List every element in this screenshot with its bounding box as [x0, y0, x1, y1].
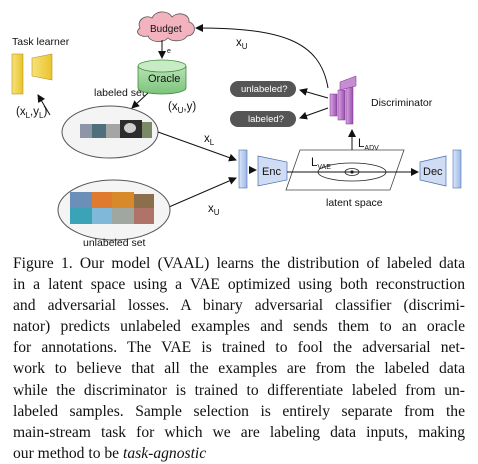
discriminator	[329, 75, 357, 125]
unlabeled-thumb-5	[70, 208, 92, 224]
labeled-thumb-2	[92, 124, 106, 138]
unlabeled-thumb-8	[134, 208, 154, 224]
input-layer	[238, 149, 248, 189]
labeled-query-label: labeled?	[248, 114, 284, 125]
dec-label: Dec	[423, 166, 443, 178]
caption-line: for annotations. The VAE is trained to f…	[13, 339, 465, 357]
labeled-thumb-5	[142, 122, 152, 138]
task-learner-layer-1	[11, 53, 24, 95]
figure-caption: Figure 1. Our model (VAAL) learns the di…	[13, 253, 465, 464]
caption-line-last: our method to be task-agnostic	[13, 443, 465, 464]
caption-line: and adversarial losses. A binary adversa…	[13, 297, 465, 315]
discriminator-label: Discriminator	[371, 97, 433, 109]
unlabeled-set-label: unlabeled set	[83, 237, 146, 249]
caption-line: in a latent space using a VAE optimized …	[13, 276, 465, 294]
unlabeled-set	[57, 179, 171, 241]
unlabeled-thumb-7	[112, 208, 134, 224]
caption-line: nator) predicts unlabeled examples and s…	[13, 318, 465, 336]
xU-top-label: xU	[236, 37, 248, 51]
arrow-unlabeled-to-enc	[161, 177, 237, 211]
unlabeled-thumb-4	[134, 194, 154, 208]
unlabeled-thumb-2	[92, 192, 112, 208]
arrow-to-task-learner	[37, 94, 51, 116]
caption-line: main-stream task for which we are labeli…	[13, 423, 465, 441]
caption-task-agnostic: task-agnostic	[123, 444, 207, 462]
task-learner: Task learner	[11, 36, 70, 95]
oracle: Oracle	[137, 59, 187, 95]
latent-space	[285, 149, 419, 191]
caption-last-prefix: our method to be	[13, 444, 124, 462]
unlabeled-thumb-1	[70, 192, 92, 208]
decoder: Dec	[419, 155, 447, 187]
lvae-label: LVAE	[311, 157, 331, 171]
labeled-query: labeled?	[230, 111, 296, 127]
task-learner-layer-2	[31, 53, 53, 81]
xU-y-label: (xU,y)	[168, 101, 196, 115]
labeled-set-label: labeled set	[94, 87, 145, 99]
budget-label: Budget	[150, 24, 182, 35]
arrow-discriminator-to-budget	[195, 24, 329, 89]
labeled-thumb-3	[106, 124, 120, 138]
unlabeled-thumb-6	[92, 208, 112, 224]
ladv-label: LADV	[358, 138, 379, 152]
xU-bottom-label: xU	[208, 203, 220, 217]
arrow-to-unlabeled-query	[299, 88, 329, 99]
labeled-thumb-1	[80, 124, 92, 138]
enc-label: Enc	[262, 166, 281, 178]
unlabeled-thumb-3	[112, 192, 134, 208]
task-learner-label: Task learner	[12, 36, 70, 48]
xL-label: xL	[204, 133, 215, 147]
unlabeled-query: unlabeled?	[230, 81, 296, 97]
xL-yL-label: (xL,yL)	[16, 106, 47, 120]
caption-line: while the discriminator is trained to di…	[13, 381, 465, 399]
labeled-set	[61, 105, 159, 159]
arrow-oracle-to-labeled	[131, 92, 149, 109]
arrow-labeled-to-enc	[157, 131, 237, 162]
output-layer	[452, 149, 462, 189]
arrow-to-labeled-query	[299, 107, 329, 120]
caption-line: labeled samples. Sample selection is ent…	[13, 402, 465, 420]
caption-line: Figure 1. Our model (VAAL) learns the di…	[13, 255, 465, 272]
unlabeled-query-label: unlabeled?	[241, 84, 288, 95]
budget-cloud: Budget	[137, 11, 195, 42]
budget-edge-label: e	[167, 48, 171, 55]
caption-line: work to believe that all the examples ar…	[13, 360, 465, 378]
latent-space-label: latent space	[326, 197, 383, 209]
vaal-diagram: Task learner (xL,yL) labeled set Budget …	[11, 11, 462, 249]
oracle-label: Oracle	[148, 73, 180, 85]
encoder: Enc	[257, 155, 288, 187]
